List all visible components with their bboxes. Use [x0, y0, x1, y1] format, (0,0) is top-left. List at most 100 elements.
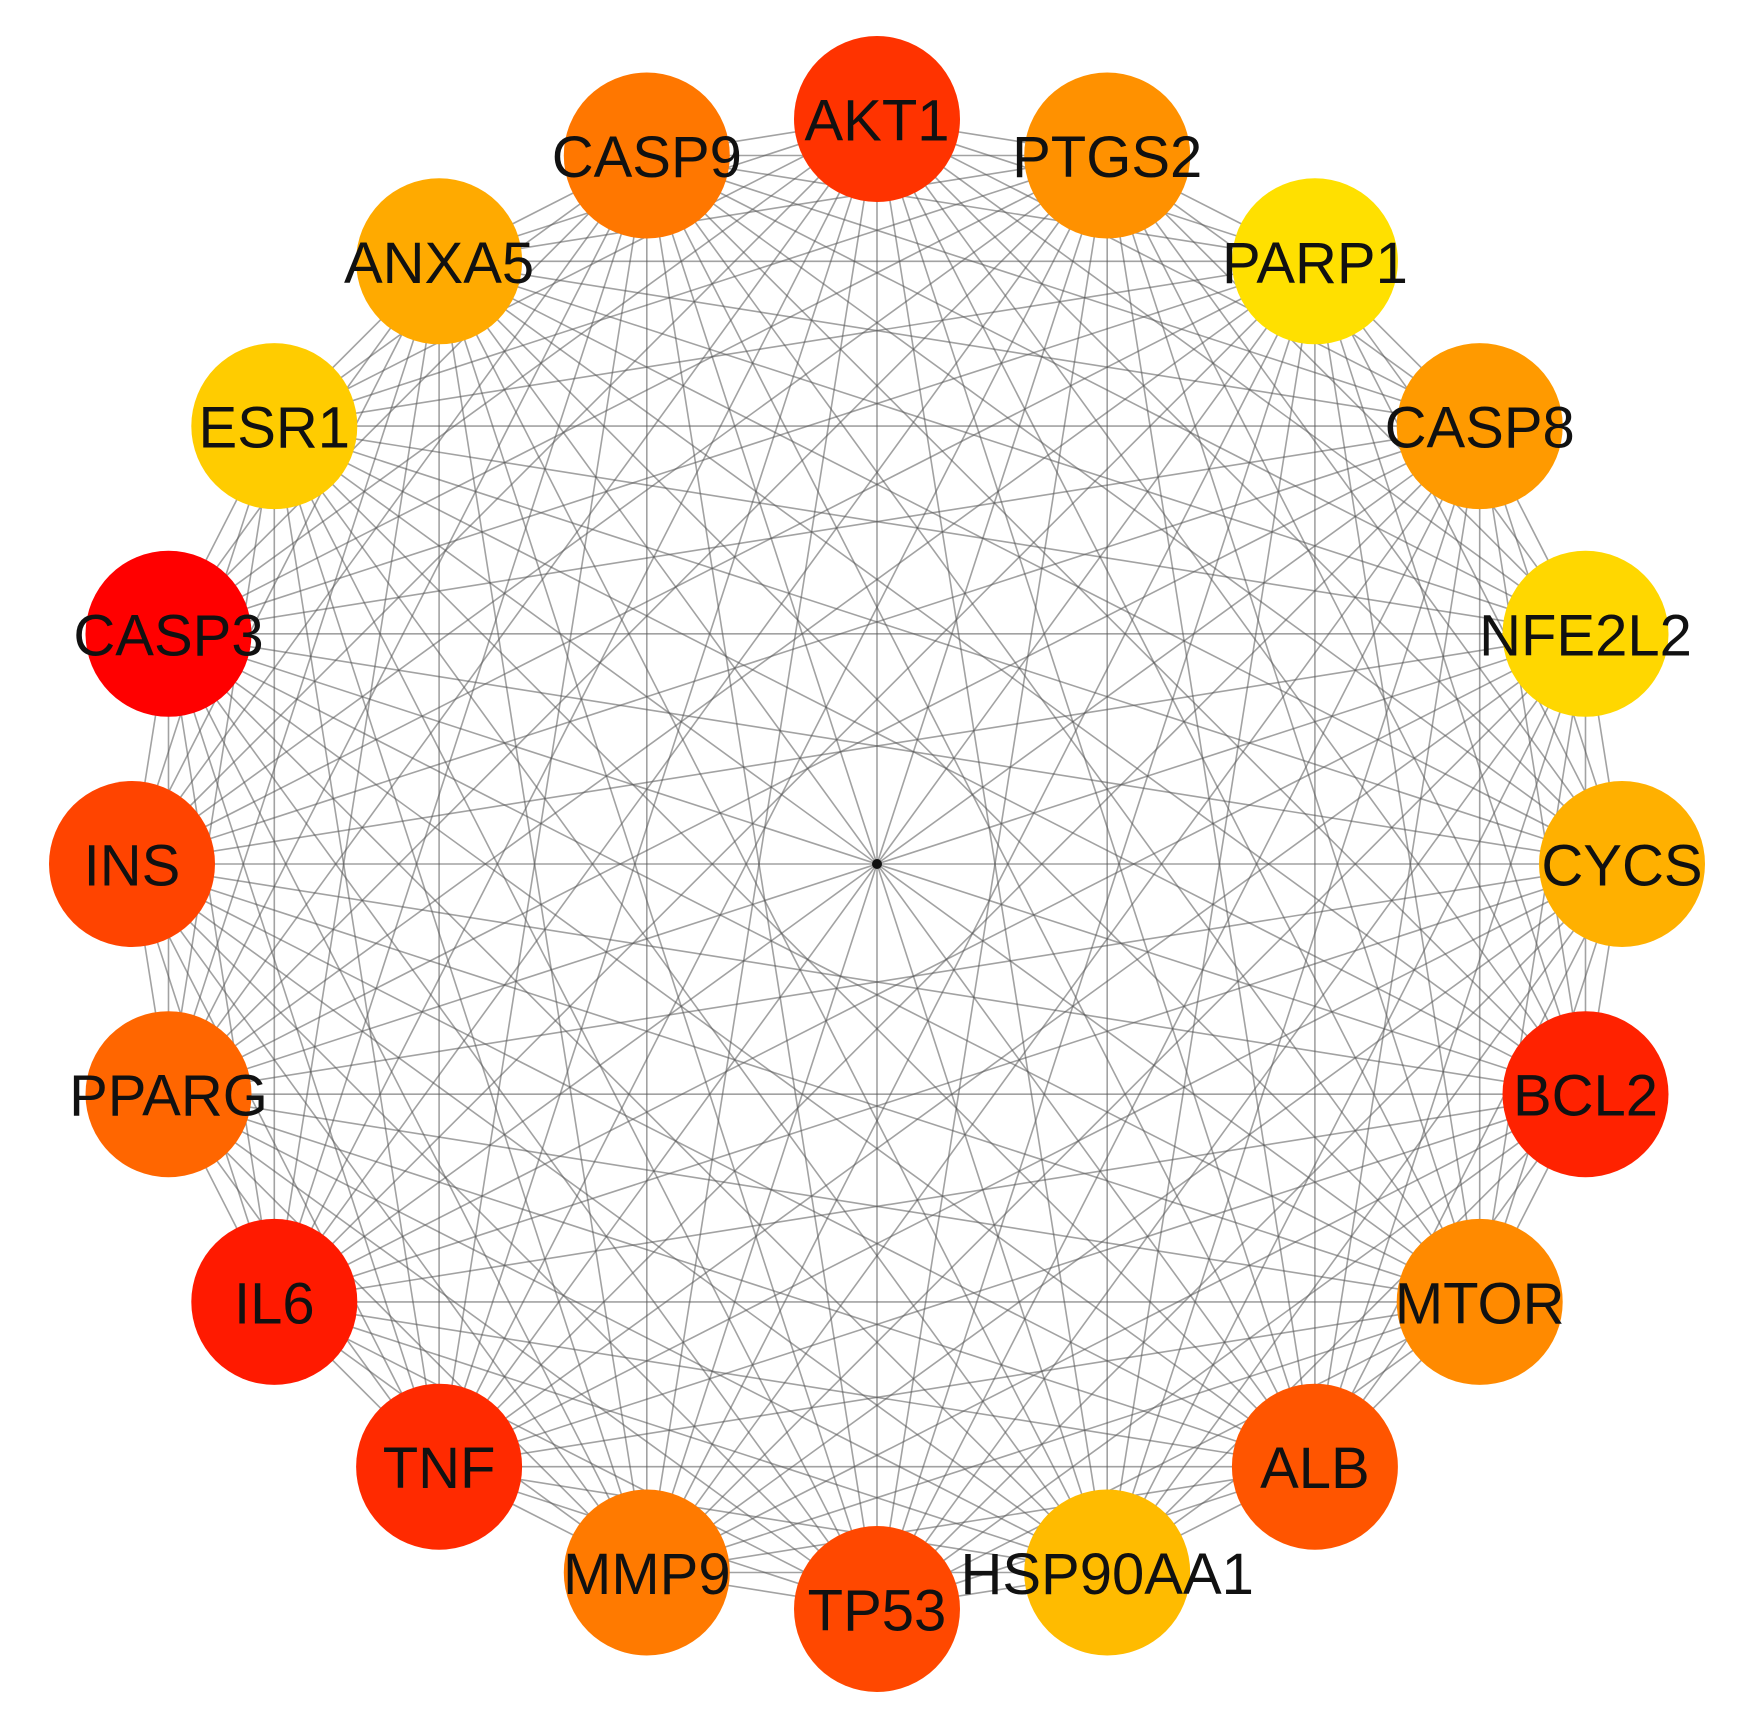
node-hsp90aa1[interactable]: HSP90AA1	[960, 1489, 1254, 1656]
node-circle[interactable]	[794, 36, 960, 202]
node-circle[interactable]	[1024, 1489, 1191, 1656]
edge-bcl2-anxa5	[438, 260, 1586, 1095]
node-label: AKT1	[804, 89, 949, 154]
node-circle[interactable]	[356, 1383, 523, 1550]
node-alb[interactable]: ALB	[1231, 1383, 1398, 1550]
node-ptgs2[interactable]: PTGS2	[1012, 72, 1202, 239]
node-tnf[interactable]: TNF	[356, 1383, 523, 1550]
edge-hsp90aa1-anxa5	[438, 260, 1108, 1573]
node-label: TP53	[808, 1579, 947, 1644]
edge-tp53-casp9	[646, 155, 878, 1610]
edge-cycs-tnf	[438, 863, 1623, 1468]
node-mtor[interactable]: MTOR	[1395, 1218, 1565, 1385]
node-akt1[interactable]: AKT1	[794, 36, 960, 202]
edge-casp8-tp53	[876, 425, 1481, 1610]
node-circle[interactable]	[794, 1526, 960, 1692]
node-label: HSP90AA1	[960, 1542, 1253, 1607]
edge-ptgs2-tp53	[876, 155, 1108, 1610]
edge-parp1-cycs	[1314, 260, 1623, 865]
node-label: BCL2	[1513, 1064, 1658, 1129]
node-label: CASP9	[552, 125, 742, 190]
edge-mtor-casp3	[168, 633, 1481, 1303]
node-esr1[interactable]: ESR1	[191, 343, 358, 510]
edge-alb-pparg	[168, 1093, 1316, 1468]
node-bcl2[interactable]: BCL2	[1502, 1011, 1669, 1178]
edge-nfe2l2-mmp9	[646, 633, 1587, 1574]
edge-hsp90aa1-esr1	[273, 425, 1108, 1573]
edge-mmp9-ins	[131, 863, 648, 1573]
edge-tp53-il6	[273, 1301, 878, 1610]
edge-casp8-pparg	[168, 425, 1481, 1095]
node-casp3[interactable]: CASP3	[73, 550, 264, 717]
node-tp53[interactable]: TP53	[794, 1526, 960, 1692]
edge-cycs-anxa5	[438, 260, 1623, 865]
node-circle[interactable]	[563, 72, 730, 239]
node-circle[interactable]	[1396, 343, 1563, 510]
edge-hsp90aa1-il6	[274, 1301, 1108, 1574]
edge-ptgs2-pparg	[167, 154, 1108, 1095]
edge-akt1-ins	[131, 118, 878, 865]
edge-hsp90aa1-ins	[131, 863, 1108, 1574]
edge-nfe2l2-ins	[131, 633, 1586, 865]
node-circle[interactable]	[1024, 72, 1191, 239]
node-cycs[interactable]: CYCS	[1539, 781, 1705, 947]
edge-hsp90aa1-casp3	[167, 633, 1108, 1574]
edge-ptgs2-bcl2	[1106, 155, 1587, 1095]
edge-il6-anxa5	[273, 261, 440, 1303]
node-circle[interactable]	[1396, 1218, 1563, 1385]
node-circle[interactable]	[85, 550, 252, 717]
node-circle[interactable]	[1231, 1383, 1398, 1550]
edge-alb-casp3	[168, 633, 1316, 1468]
edge-hsp90aa1-pparg	[168, 1093, 1108, 1574]
node-circle[interactable]	[85, 1011, 252, 1178]
node-pparg[interactable]: PPARG	[69, 1011, 268, 1178]
edge-tnf-casp3	[167, 633, 440, 1467]
edge-alb-esr1	[273, 425, 1316, 1468]
network-center-dot	[872, 859, 882, 869]
node-ins[interactable]: INS	[49, 781, 215, 947]
edge-tp53-ins	[131, 863, 878, 1610]
node-circle[interactable]	[1231, 178, 1398, 345]
node-mmp9[interactable]: MMP9	[563, 1489, 731, 1656]
node-circle[interactable]	[1539, 781, 1705, 947]
edge-il6-casp3	[167, 633, 276, 1303]
edge-tp53-anxa5	[438, 261, 878, 1610]
edge-nfe2l2-il6	[273, 633, 1586, 1303]
network-edges	[131, 118, 1623, 1610]
edge-casp8-anxa5	[438, 260, 1480, 427]
edge-akt1-il6	[273, 118, 878, 1303]
node-label: PARP1	[1222, 231, 1408, 296]
edge-casp8-tnf	[438, 425, 1481, 1468]
node-casp9[interactable]: CASP9	[552, 72, 742, 239]
edge-mmp9-casp3	[167, 633, 648, 1573]
node-label: NFE2L2	[1479, 603, 1692, 668]
node-circle[interactable]	[49, 781, 215, 947]
node-casp8[interactable]: CASP8	[1385, 343, 1575, 510]
node-label: PTGS2	[1012, 125, 1202, 190]
edge-nfe2l2-anxa5	[438, 260, 1586, 635]
node-circle[interactable]	[1502, 550, 1669, 717]
edge-parp1-ins	[131, 260, 1316, 865]
node-circle[interactable]	[563, 1489, 730, 1656]
node-circle[interactable]	[191, 343, 358, 510]
edge-ptgs2-alb	[1106, 155, 1316, 1467]
node-circle[interactable]	[356, 178, 523, 345]
node-circle[interactable]	[191, 1218, 358, 1385]
node-circle[interactable]	[1502, 1011, 1669, 1178]
edge-casp8-bcl2	[1478, 425, 1587, 1095]
node-il6[interactable]: IL6	[191, 1218, 358, 1385]
edge-casp8-alb	[1314, 425, 1481, 1467]
edge-pparg-esr1	[167, 425, 276, 1095]
node-nfe2l2[interactable]: NFE2L2	[1479, 550, 1692, 717]
node-label: ALB	[1260, 1436, 1370, 1501]
node-parp1[interactable]: PARP1	[1222, 178, 1408, 345]
edge-alb-il6	[274, 1301, 1316, 1468]
edge-bcl2-casp9	[646, 154, 1587, 1095]
edge-akt1-mmp9	[646, 118, 878, 1573]
edge-alb-casp9	[646, 155, 1316, 1468]
node-anxa5[interactable]: ANXA5	[344, 178, 534, 345]
edge-mtor-casp9	[646, 155, 1481, 1303]
edge-alb-ins	[131, 863, 1316, 1468]
